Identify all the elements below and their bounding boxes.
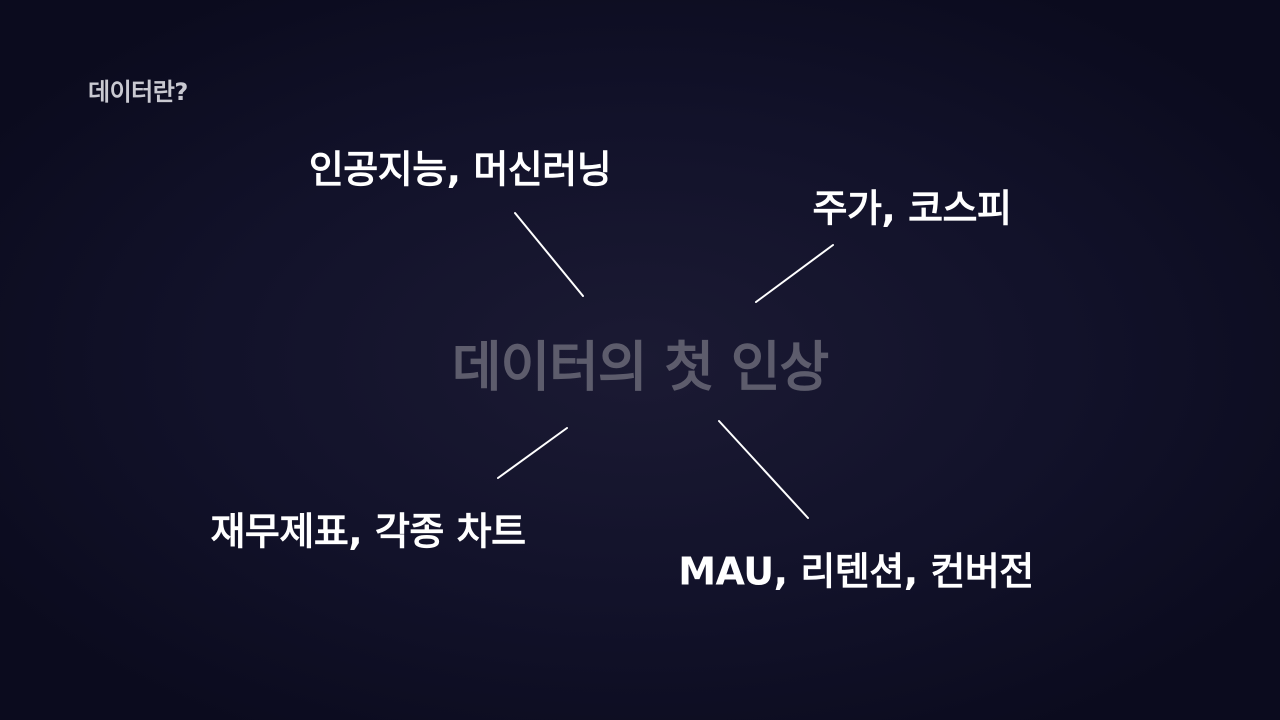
- keyword-financial-statements: 재무제표, 각종 차트: [210, 509, 526, 554]
- keyword-ai-ml: 인공지능, 머신러닝: [308, 147, 612, 192]
- keyword-mau-retention: MAU, 리텐션, 컨버전: [678, 549, 1034, 594]
- keyword-stock-kospi: 주가, 코스피: [812, 186, 1012, 231]
- center-label: 데이터의 첫 인상: [451, 335, 829, 399]
- section-title: 데이터란?: [88, 78, 188, 106]
- connector-finance: [497, 427, 568, 479]
- connector-ai: [514, 212, 584, 297]
- connector-stock: [755, 244, 834, 303]
- connector-metrics: [718, 420, 809, 519]
